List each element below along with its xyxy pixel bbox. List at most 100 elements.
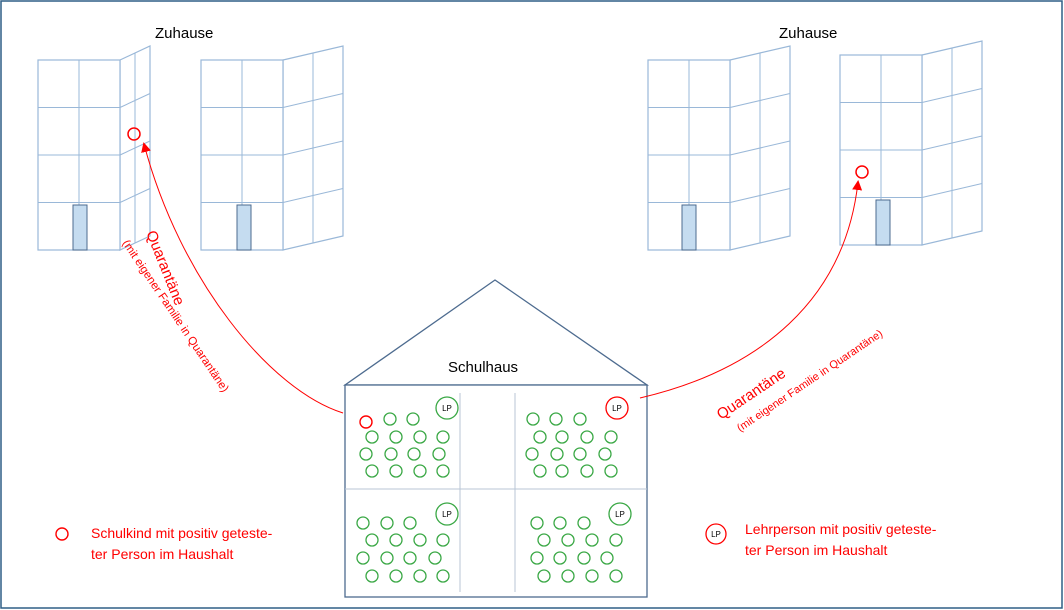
student-marker	[436, 533, 450, 547]
student-marker	[428, 551, 442, 565]
student-marker	[604, 464, 618, 478]
teacher-top-right-positive: LP	[605, 396, 629, 420]
student-marker	[537, 533, 551, 547]
legend-teacher: LP Lehrperson mit positiv geteste- ter P…	[705, 521, 937, 558]
teacher-bottom-right: LP	[608, 502, 632, 526]
student-marker	[577, 551, 591, 565]
student-marker	[356, 516, 370, 530]
teacher-bottom-right-label: LP	[615, 510, 625, 519]
student-marker	[436, 569, 450, 583]
building-left-1	[37, 45, 151, 251]
teacher-top-left-label: LP	[442, 404, 452, 413]
student-marker	[573, 412, 587, 426]
student-marker	[365, 533, 379, 547]
schoolhouse-body	[344, 384, 648, 598]
student-marker	[380, 551, 394, 565]
student-marker	[561, 533, 575, 547]
student-marker	[555, 464, 569, 478]
student-marker	[553, 516, 567, 530]
student-marker	[530, 516, 544, 530]
student-marker	[604, 430, 618, 444]
student-marker	[577, 516, 591, 530]
student-marker	[561, 569, 575, 583]
student-marker	[609, 569, 623, 583]
building-door	[236, 204, 252, 251]
student-marker	[403, 516, 417, 530]
teacher-top-right-label: LP	[612, 404, 622, 413]
student-marker	[580, 464, 594, 478]
student-marker	[549, 412, 563, 426]
student-marker	[365, 464, 379, 478]
legend-child: Schulkind mit positiv geteste- ter Perso…	[55, 525, 273, 562]
quarantine-subtext-left: (mit eigener Familie in Quarantäne)	[120, 238, 231, 395]
student-marker	[553, 551, 567, 565]
student-marker	[550, 447, 564, 461]
legend-teacher-symbol	[705, 523, 727, 545]
legend-child-symbol	[55, 527, 69, 541]
quarantine-left-subtitle: (mit eigener Familie in Quarantäne)	[120, 238, 231, 395]
quarantined-child-home-marker	[127, 127, 141, 141]
student-marker	[380, 516, 394, 530]
student-marker	[356, 551, 370, 565]
student-marker	[555, 430, 569, 444]
building-right-2	[839, 40, 983, 246]
legend-child-line1: Schulkind mit positiv geteste-	[91, 525, 273, 541]
student-marker	[533, 430, 547, 444]
legend-teacher-symbol-label: LP	[711, 530, 721, 539]
home-label-left: Zuhause	[155, 25, 213, 42]
student-marker	[413, 569, 427, 583]
student-marker	[403, 551, 417, 565]
student-marker	[600, 551, 614, 565]
student-marker	[436, 430, 450, 444]
school-label: Schulhaus	[448, 359, 518, 376]
student-marker	[389, 533, 403, 547]
student-marker	[585, 569, 599, 583]
quarantine-arrow-right	[639, 180, 863, 399]
student-marker	[526, 412, 540, 426]
building-left-2	[200, 45, 344, 251]
quarantined-teacher-home-marker	[855, 165, 869, 179]
student-marker	[365, 430, 379, 444]
classroom-bottom-left	[356, 516, 450, 583]
student-marker	[383, 412, 397, 426]
legend-teacher-line1: Lehrperson mit positiv geteste-	[745, 521, 937, 537]
teacher-bottom-left-label: LP	[442, 510, 452, 519]
student-marker	[413, 533, 427, 547]
building-door	[72, 204, 88, 251]
classroom-top-right	[525, 412, 618, 478]
building-door	[681, 204, 697, 251]
positive-child-school-marker	[359, 415, 373, 429]
teacher-bottom-left: LP	[435, 502, 459, 526]
student-marker	[359, 447, 373, 461]
student-marker	[389, 464, 403, 478]
classroom-top-left	[359, 412, 450, 478]
student-marker	[407, 447, 421, 461]
student-marker	[537, 569, 551, 583]
student-marker	[406, 412, 420, 426]
home-label-right: Zuhause	[779, 25, 837, 42]
student-marker	[389, 569, 403, 583]
legend-teacher-line2: ter Person im Haushalt	[745, 542, 888, 558]
classroom-bottom-right	[530, 516, 623, 583]
student-marker	[436, 464, 450, 478]
student-marker	[389, 430, 403, 444]
student-marker	[413, 430, 427, 444]
student-marker	[580, 430, 594, 444]
student-marker	[525, 447, 539, 461]
building-door	[875, 199, 891, 246]
student-marker	[413, 464, 427, 478]
student-marker	[609, 533, 623, 547]
legend-child-line2: ter Person im Haushalt	[91, 546, 234, 562]
student-marker	[533, 464, 547, 478]
building-right-1	[647, 45, 791, 251]
student-marker	[598, 447, 612, 461]
student-marker	[384, 447, 398, 461]
student-marker	[365, 569, 379, 583]
student-marker	[432, 447, 446, 461]
student-marker	[585, 533, 599, 547]
student-marker	[530, 551, 544, 565]
teacher-top-left: LP	[435, 396, 459, 420]
